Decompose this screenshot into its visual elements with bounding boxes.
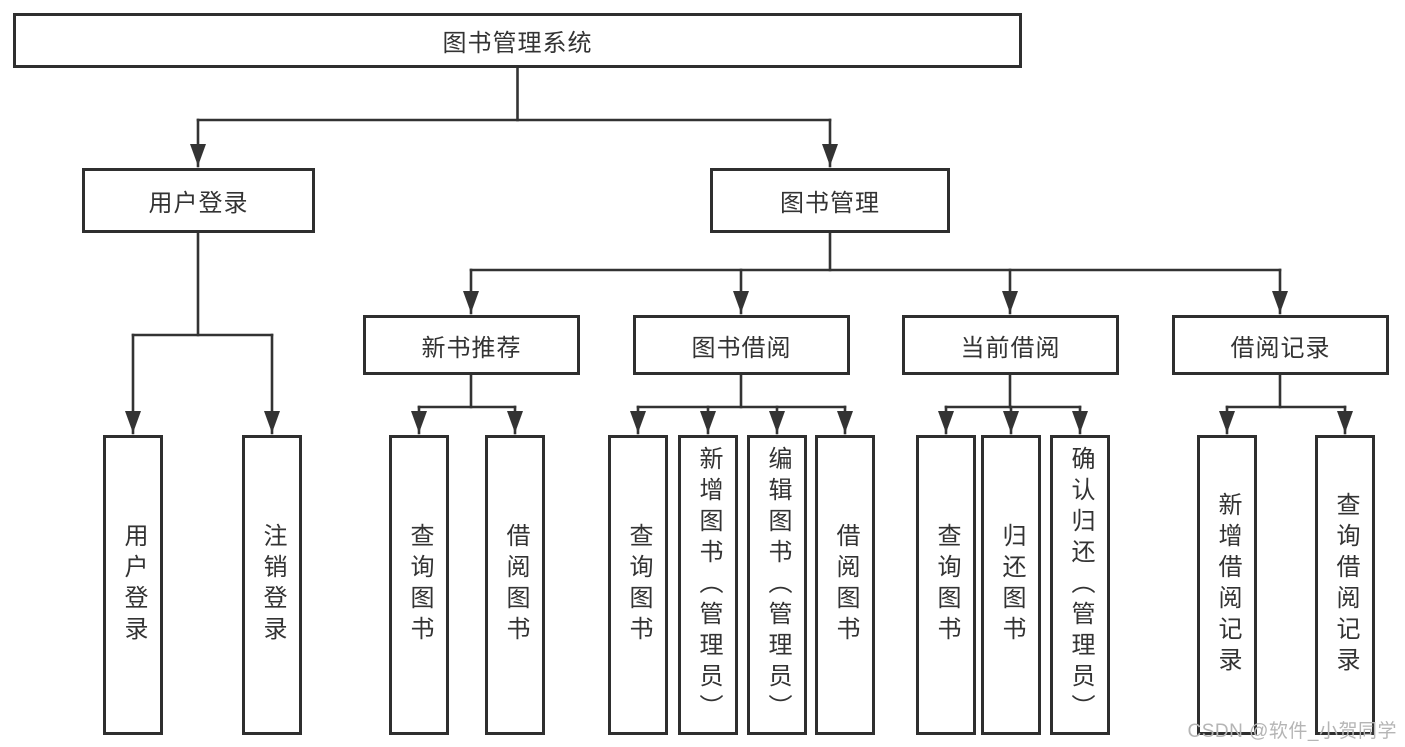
leaf-borrow-books-2-label: 借阅图书	[832, 523, 859, 647]
leaf-query-books-3-label: 查询图书	[933, 523, 960, 647]
leaf-borrow-books-1: 借阅图书	[485, 435, 545, 735]
node-borrow-records-label: 借阅记录	[1230, 334, 1331, 362]
node-root-system: 图书管理系统	[13, 13, 1022, 68]
leaf-query-borrow-record: 查询借阅记录	[1315, 435, 1375, 735]
leaf-return-books-label: 归还图书	[998, 523, 1025, 647]
leaf-confirm-return-admin-label: 确认归还（管理员）	[1067, 445, 1094, 725]
node-current-borrow-label: 当前借阅	[960, 334, 1061, 362]
node-borrow-records: 借阅记录	[1172, 315, 1389, 375]
leaf-add-books-admin: 新增图书（管理员）	[678, 435, 738, 735]
leaf-edit-books-admin: 编辑图书（管理员）	[747, 435, 807, 735]
leaf-return-books: 归还图书	[981, 435, 1041, 735]
node-user-login: 用户登录	[82, 168, 315, 233]
leaf-logout: 注销登录	[242, 435, 302, 735]
leaf-query-borrow-record-label: 查询借阅记录	[1332, 492, 1359, 678]
node-new-book-recommend-label: 新书推荐	[421, 334, 522, 362]
leaf-user-login: 用户登录	[103, 435, 163, 735]
leaf-borrow-books-1-label: 借阅图书	[502, 523, 529, 647]
leaf-query-books-1: 查询图书	[389, 435, 449, 735]
node-book-management: 图书管理	[710, 168, 950, 233]
leaf-user-login-label: 用户登录	[120, 523, 147, 647]
node-current-borrow: 当前借阅	[902, 315, 1119, 375]
leaf-add-borrow-record-label: 新增借阅记录	[1214, 492, 1241, 678]
leaf-query-books-2-label: 查询图书	[625, 523, 652, 647]
csdn-watermark: CSDN @软件_小贺同学	[1187, 721, 1397, 742]
node-user-login-label: 用户登录	[148, 190, 249, 217]
leaf-add-books-admin-label: 新增图书（管理员）	[695, 445, 722, 725]
leaf-borrow-books-2: 借阅图书	[815, 435, 875, 735]
leaf-query-books-3: 查询图书	[916, 435, 976, 735]
node-new-book-recommend: 新书推荐	[363, 315, 580, 375]
leaf-query-books-1-label: 查询图书	[406, 523, 433, 647]
node-root-label: 图书管理系统	[442, 30, 593, 57]
node-book-management-label: 图书管理	[780, 190, 880, 217]
leaf-query-books-2: 查询图书	[608, 435, 668, 735]
leaf-add-borrow-record: 新增借阅记录	[1197, 435, 1257, 735]
leaf-confirm-return-admin: 确认归还（管理员）	[1050, 435, 1110, 735]
node-book-borrow-label: 图书借阅	[691, 334, 792, 362]
node-book-borrow: 图书借阅	[633, 315, 850, 375]
leaf-edit-books-admin-label: 编辑图书（管理员）	[764, 445, 791, 725]
leaf-logout-label: 注销登录	[259, 523, 286, 647]
